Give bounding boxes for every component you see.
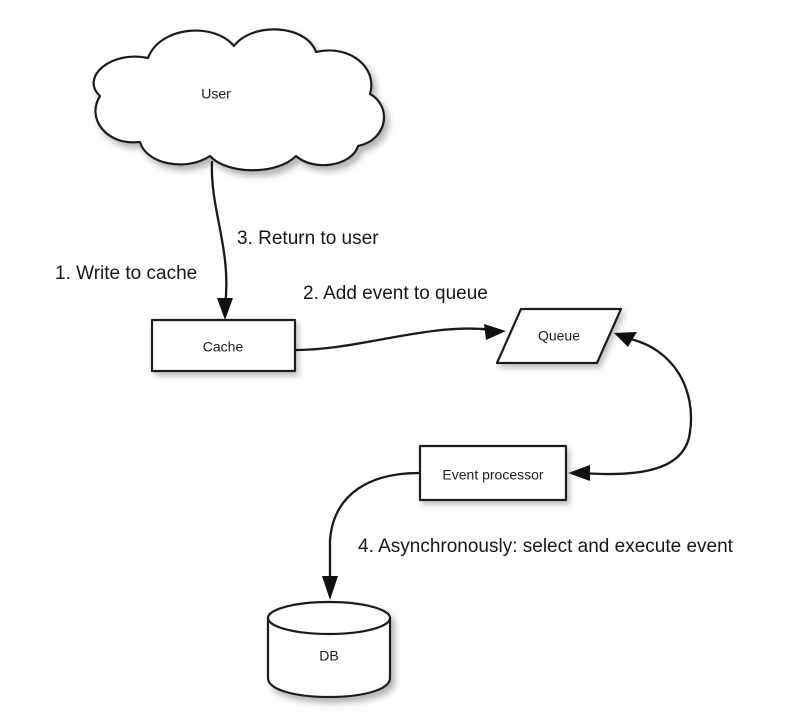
node-event-processor[interactable]: Event processor [418,444,568,502]
db-cylinder-top [266,600,392,636]
step-label-2: 2. Add event to queue [303,283,488,304]
node-user-label: User [201,86,231,102]
step-label-3: 3. Return to user [237,228,379,249]
edge-cache-to-queue [294,324,506,352]
node-event-processor-label: Event processor [442,467,543,483]
node-cache-label: Cache [203,339,244,355]
node-db[interactable]: DB [266,600,392,699]
db-cylinder-body [266,616,392,699]
cache-shape [150,318,297,373]
edge-queue-to-processor-path [580,336,693,476]
node-db-label: DB [319,648,338,664]
node-queue-label: Queue [538,328,580,344]
edge-user-to-cache-arrowhead [217,298,233,320]
node-cache[interactable]: Cache [150,318,297,373]
node-user[interactable]: User [92,28,386,172]
edge-user-to-cache-path [210,160,228,308]
edge-processor-to-db-arrowhead [322,576,338,600]
event-processor-shape [418,444,568,502]
edge-cache-to-queue-arrowhead [484,324,506,340]
step-label-1: 1. Write to cache [55,263,197,284]
step-label-4: 4. Asynchronously: select and execute ev… [358,536,734,557]
edge-processor-to-db [322,471,421,600]
edge-user-to-cache [210,160,233,320]
edge-processor-arrowhead [568,465,590,481]
queue-shape [495,307,623,365]
node-queue[interactable]: Queue [495,307,623,365]
edge-queue-to-processor [568,332,693,481]
edge-cache-to-queue-path [294,327,494,352]
edge-queue-arrowhead [614,332,637,347]
edge-processor-to-db-path [328,471,421,584]
cloud-shape [92,28,386,172]
